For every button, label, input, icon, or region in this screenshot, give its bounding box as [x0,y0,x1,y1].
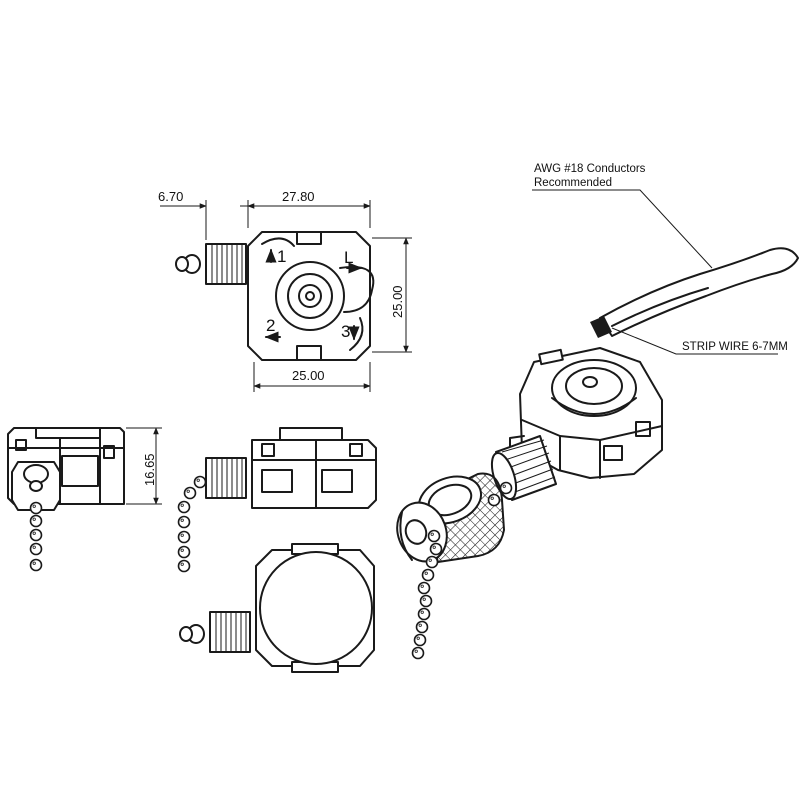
left-side-view: 16.65 [7,427,162,572]
shaft-length-text: 6.70 [158,189,183,204]
top-view: 1 L 2 3 6.70 27.80 25.00 [158,189,412,392]
front-view-chain [177,475,207,573]
rotor-inner-ring [287,273,333,319]
top-view-chain-stub [175,254,201,274]
body-height-text: 25.00 [390,285,405,318]
body-width-top-text: 27.80 [282,189,315,204]
awg-note-line2: Recommended [534,177,612,189]
position-3-label: 3 [341,322,350,341]
position-labels: 1 L 2 3 [264,247,363,343]
rotor-hub [298,284,322,308]
bottom-view-cover [259,551,373,665]
exploded-switch-body [509,347,663,479]
front-side-view [177,427,377,573]
position-2-label: 2 [266,316,275,335]
body-depth-text: 16.65 [142,453,157,486]
dimension-body-depth: 16.65 [126,427,162,505]
rotor-center-hole [305,291,315,301]
exploded-view: AWG #18 Conductors Recommended STRIP WIR… [396,163,799,660]
dimension-body-height: 25.00 [372,237,412,353]
dimension-shaft-length: 6.70 [158,189,249,240]
dimension-body-width-bottom: 25.00 [253,362,371,392]
rotor-outer-ring [275,261,345,331]
bottom-view-threaded-shaft [209,611,251,653]
left-view-nut [11,461,61,511]
body-width-bottom-text: 25.00 [292,368,325,383]
dimension-body-width-top: 27.80 [247,189,371,228]
top-view-body [247,231,375,361]
stripped-wire-end [590,316,612,338]
strip-wire-note: STRIP WIRE 6-7MM [611,327,788,355]
bottom-view [179,543,375,673]
awg-note: AWG #18 Conductors Recommended [532,163,713,269]
strip-wire-text: STRIP WIRE 6-7MM [682,341,788,353]
position-1-label: 1 [277,247,286,266]
top-view-threaded-shaft [205,243,247,285]
position-l-label: L [344,248,353,267]
left-view-chain [29,501,43,572]
front-view-threaded-shaft [205,457,247,499]
awg-note-line1: AWG #18 Conductors [534,163,646,175]
wire [590,247,799,338]
